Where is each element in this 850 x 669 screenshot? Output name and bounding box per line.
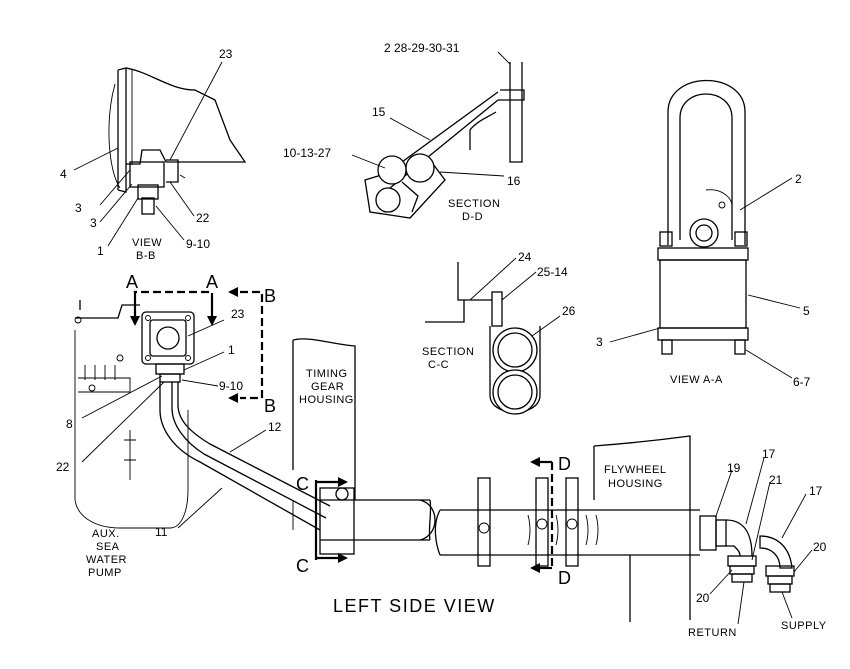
view-bb-caption-1: VIEW — [132, 237, 162, 249]
section-dd-drawing — [364, 62, 525, 219]
section-arrows-cd — [314, 457, 554, 573]
callout-bb-3b: 3 — [90, 216, 97, 230]
pump-label-2: SEA — [96, 541, 120, 553]
pump-label-1: AUX. — [92, 528, 120, 540]
pipe-clamps — [319, 477, 599, 567]
callout-fitting-21: 21 — [769, 473, 783, 487]
callout-main-9-10: 9-10 — [219, 379, 243, 393]
callout-dd-15: 15 — [372, 105, 386, 119]
callout-bb-22: 22 — [196, 211, 210, 225]
timing-housing-label-3: HOUSING — [299, 394, 354, 406]
callout-aa-6-7: 6-7 — [793, 375, 811, 389]
section-marker-a-right: A — [206, 272, 220, 292]
section-marker-c-top: C — [296, 474, 311, 494]
view-aa-drawing — [657, 80, 749, 355]
callout-cc-24: 24 — [518, 250, 532, 264]
callout-main-11: 11 — [155, 525, 168, 539]
callout-fitting-20b: 20 — [813, 540, 827, 554]
callout-bb-1: 1 — [97, 244, 104, 258]
section-marker-b-bottom: B — [264, 396, 278, 416]
hose-assembly — [159, 380, 700, 556]
callout-dd-top: 2 28-29-30-31 — [384, 41, 460, 55]
pump-label-3: WATER — [86, 554, 127, 566]
callout-main-22: 22 — [56, 460, 70, 474]
callout-aa-3: 3 — [596, 335, 603, 349]
section-marker-b-top: B — [264, 286, 278, 306]
section-marker-d-bottom: D — [558, 568, 573, 588]
timing-housing-label-1: TIMING — [306, 368, 348, 380]
section-marker-a-left: A — [126, 272, 140, 292]
view-aa-leaders — [609, 177, 801, 379]
callout-dd-10-13-27: 10-13-27 — [283, 146, 331, 160]
callout-bb-9-10: 9-10 — [186, 237, 210, 251]
pump-flange — [141, 311, 195, 383]
diagram-title: LEFT SIDE VIEW — [333, 596, 496, 616]
section-dd-caption-1: SECTION — [448, 198, 500, 210]
return-label: RETURN — [688, 627, 737, 639]
view-bb-leaders — [73, 61, 223, 247]
flywheel-housing-label-1: FLYWHEEL — [604, 464, 666, 476]
callout-aa-2: 2 — [795, 172, 802, 186]
section-cc-caption-2: C-C — [428, 359, 449, 371]
section-cc-caption-1: SECTION — [422, 346, 474, 358]
section-marker-c-bottom: C — [296, 556, 311, 576]
view-aa-caption: VIEW A-A — [670, 374, 723, 386]
callout-cc-26: 26 — [562, 304, 576, 318]
timing-housing-label-2: GEAR — [311, 381, 344, 393]
section-cc-drawing — [425, 262, 541, 415]
section-dd-caption-2: D-D — [462, 211, 483, 223]
callout-fitting-17b: 17 — [809, 484, 823, 498]
callout-main-23: 23 — [231, 307, 245, 321]
callout-fitting-17a: 17 — [762, 447, 776, 461]
section-marker-d-top: D — [558, 454, 573, 474]
pump-housing-drawing — [74, 300, 189, 529]
flywheel-housing — [593, 435, 691, 622]
callout-dd-16: 16 — [507, 174, 521, 188]
section-dd-leaders — [351, 51, 511, 177]
pump-label-4: PUMP — [88, 567, 122, 579]
callout-aa-5: 5 — [803, 304, 810, 318]
supply-label: SUPPLY — [781, 620, 827, 632]
callout-cc-25-14: 25-14 — [537, 265, 568, 279]
view-bb-drawing — [108, 67, 247, 215]
callout-main-12: 12 — [268, 420, 282, 434]
callout-fitting-20a: 20 — [696, 591, 710, 605]
section-arrows-main — [130, 287, 264, 403]
callout-main-8: 8 — [66, 417, 73, 431]
callout-bb-23: 23 — [219, 47, 233, 61]
callout-bb-3a: 3 — [75, 201, 82, 215]
view-bb-caption-2: B-B — [136, 250, 156, 262]
main-leaders — [81, 319, 813, 625]
return-supply-fittings — [699, 515, 795, 593]
callout-bb-4: 4 — [60, 167, 67, 181]
flywheel-housing-label-2: HOUSING — [608, 478, 663, 490]
section-cc-leaders — [469, 257, 561, 337]
callout-main-1: 1 — [228, 343, 235, 357]
callout-fitting-19: 19 — [727, 461, 741, 475]
